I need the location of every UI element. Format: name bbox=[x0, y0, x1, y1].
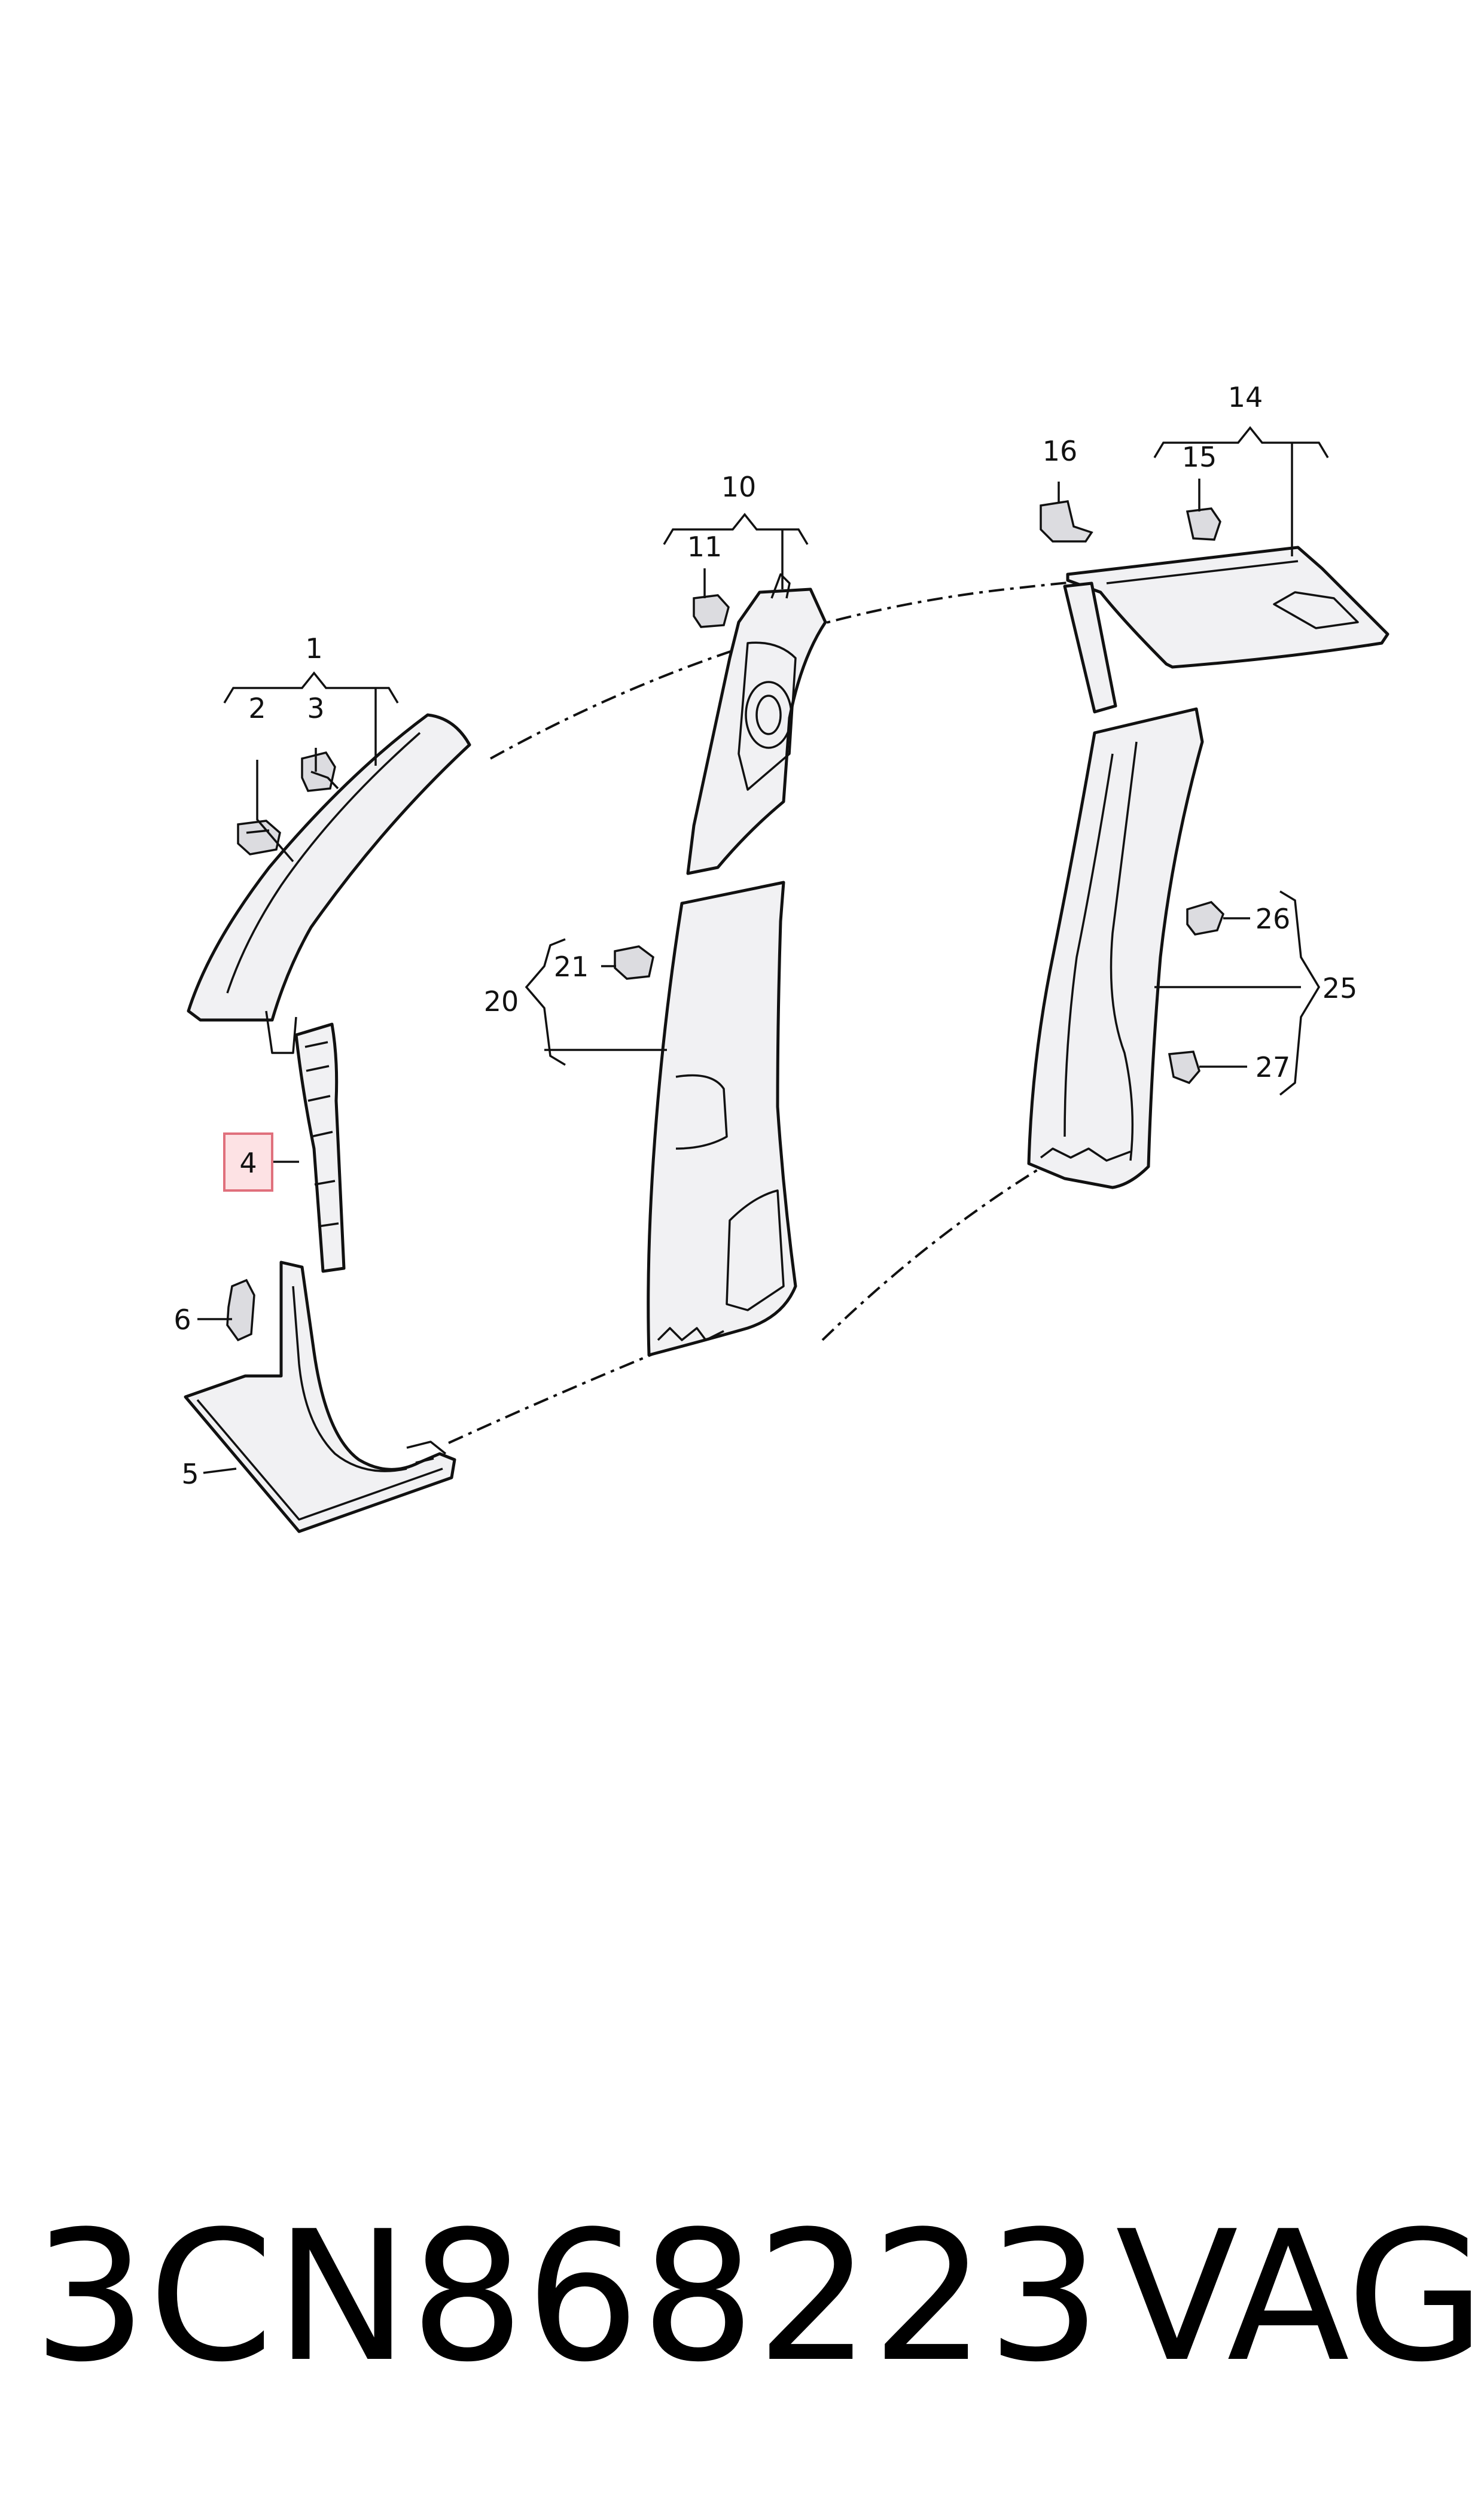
c-pillar-upper-trim bbox=[1066, 546, 1389, 669]
callout-1[interactable]: 1 bbox=[305, 632, 322, 665]
callout-14[interactable]: 14 bbox=[1228, 381, 1263, 413]
callout-11[interactable]: 11 bbox=[687, 531, 723, 563]
callout-25[interactable]: 25 bbox=[1323, 972, 1358, 1004]
callout-20[interactable]: 20 bbox=[484, 985, 519, 1018]
door-seal-strip bbox=[294, 1022, 346, 1273]
lower-b-pillar-trim bbox=[647, 881, 797, 1357]
clip-2 bbox=[237, 820, 281, 855]
callout-21[interactable]: 21 bbox=[554, 951, 589, 983]
clip-6 bbox=[226, 1278, 255, 1342]
callout-26[interactable]: 26 bbox=[1256, 903, 1291, 935]
callout-10[interactable]: 10 bbox=[721, 471, 757, 503]
callout-27[interactable]: 27 bbox=[1256, 1051, 1291, 1083]
callout-16[interactable]: 16 bbox=[1043, 435, 1078, 467]
a-pillar-trim bbox=[187, 713, 471, 1054]
c-pillar-lower-trim bbox=[1027, 707, 1204, 1189]
callout-4[interactable]: 4 bbox=[239, 1147, 257, 1179]
callout-3[interactable]: 3 bbox=[307, 692, 324, 724]
clip-26 bbox=[1186, 901, 1225, 936]
brand-name: VAG bbox=[1116, 2193, 1484, 2401]
callout-15[interactable]: 15 bbox=[1182, 441, 1217, 473]
upper-b-pillar-trim bbox=[686, 573, 827, 875]
callout-labels: 1 2 3 4 5 6 10 11 14 15 16 20 21 25 26 2… bbox=[173, 381, 1357, 1490]
callout-2[interactable]: 2 bbox=[248, 692, 266, 724]
highlight-box bbox=[223, 1132, 273, 1192]
callout-6[interactable]: 6 bbox=[173, 1304, 191, 1336]
callout-5[interactable]: 5 bbox=[181, 1458, 199, 1490]
clip-3 bbox=[301, 751, 339, 792]
reference-lines bbox=[448, 578, 1107, 1444]
clip-21 bbox=[614, 945, 654, 980]
part-number: 3CN868223 bbox=[33, 2193, 1102, 2401]
c-pillar-strip bbox=[1063, 581, 1117, 714]
clip-11 bbox=[693, 594, 730, 628]
lower-a-pillar-trim bbox=[184, 1260, 456, 1533]
clip-15 bbox=[1186, 507, 1221, 541]
leader-lines bbox=[197, 426, 1329, 1474]
clip-16 bbox=[1040, 500, 1093, 543]
clip-27 bbox=[1168, 1051, 1200, 1085]
